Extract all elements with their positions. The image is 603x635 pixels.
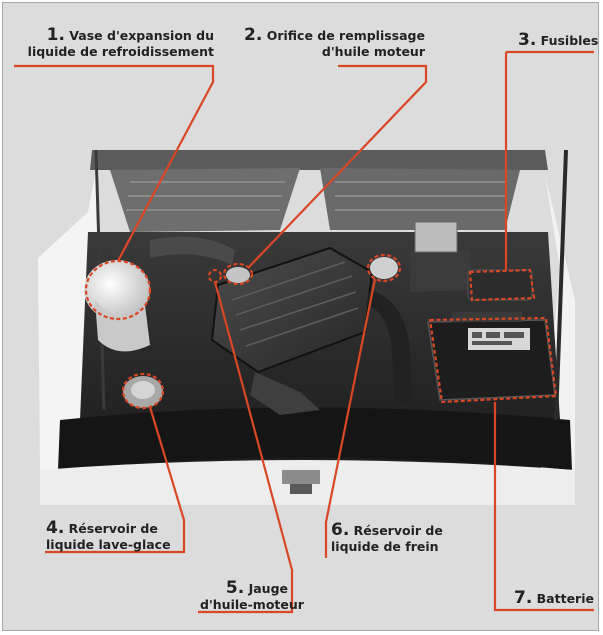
label-fuses: 3. Fusibles [518, 30, 599, 50]
label-oil-filler: 2. Orifice de remplissage d'huile moteur [244, 25, 425, 60]
label-coolant-tank: 1. Vase d'expansion du liquide de refroi… [27, 25, 214, 60]
label-brake-reservoir: 6. Réservoir de liquide de frein [331, 520, 443, 555]
fuse-box [467, 269, 533, 301]
hood-panel-left [110, 168, 300, 232]
front-cross-member [58, 407, 572, 470]
latch [282, 470, 320, 484]
coolant-tank [84, 260, 150, 320]
outline-oil-cap [222, 262, 254, 286]
outline-fuses [468, 268, 536, 302]
leader-lines [14, 50, 594, 614]
label-dipstick: 5. Jauge d'huile-moteur [200, 578, 304, 613]
outline-brake [366, 253, 402, 283]
hood-panel-right [320, 168, 520, 230]
outline-washer [121, 372, 165, 410]
label-battery: 7. Batterie [514, 588, 594, 608]
label-washer-reservoir: 4. Réservoir de liquide lave-glace [46, 518, 171, 553]
hood-underside [90, 150, 548, 170]
